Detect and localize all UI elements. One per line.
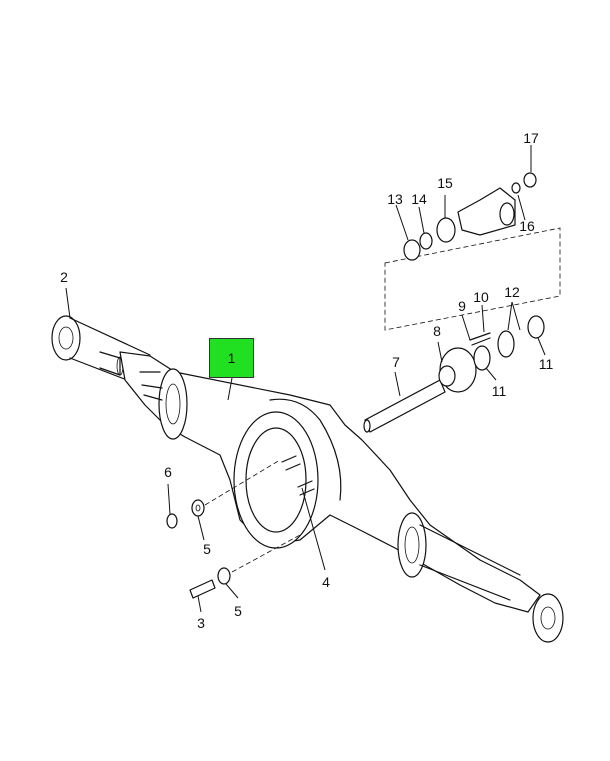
- callout-10[interactable]: 10: [473, 289, 489, 305]
- callout-11b[interactable]: 11: [491, 383, 507, 399]
- leader-lines: [65, 145, 546, 613]
- axle-housing: [119, 351, 541, 613]
- callout-16[interactable]: 16: [519, 218, 535, 234]
- callout-17[interactable]: 17: [523, 130, 539, 146]
- callout-3[interactable]: 3: [197, 615, 205, 631]
- callout-6[interactable]: 6: [164, 464, 172, 480]
- callout-13[interactable]: 13: [387, 191, 403, 207]
- callout-12[interactable]: 12: [504, 284, 520, 300]
- callout-7[interactable]: 7: [392, 354, 400, 370]
- highlight-callout-label: 1: [227, 350, 236, 366]
- left-axle-shaft: [51, 315, 151, 386]
- highlight-callout-1[interactable]: 1: [209, 338, 254, 378]
- callout-11a[interactable]: 11: [538, 356, 554, 372]
- yoke-assembly: [403, 172, 537, 261]
- callout-4[interactable]: 4: [322, 574, 330, 590]
- callout-5b[interactable]: 5: [234, 603, 242, 619]
- callout-15[interactable]: 15: [437, 175, 453, 191]
- right-axle-flange: [532, 593, 564, 643]
- callout-14[interactable]: 14: [411, 191, 427, 207]
- bolt-and-washer: [189, 534, 301, 599]
- callout-9[interactable]: 9: [458, 298, 466, 314]
- callout-2[interactable]: 2: [60, 269, 68, 285]
- callout-5a[interactable]: 5: [203, 541, 211, 557]
- pinion-assembly: [363, 315, 545, 433]
- callout-8[interactable]: 8: [433, 323, 441, 339]
- studs: [281, 455, 315, 496]
